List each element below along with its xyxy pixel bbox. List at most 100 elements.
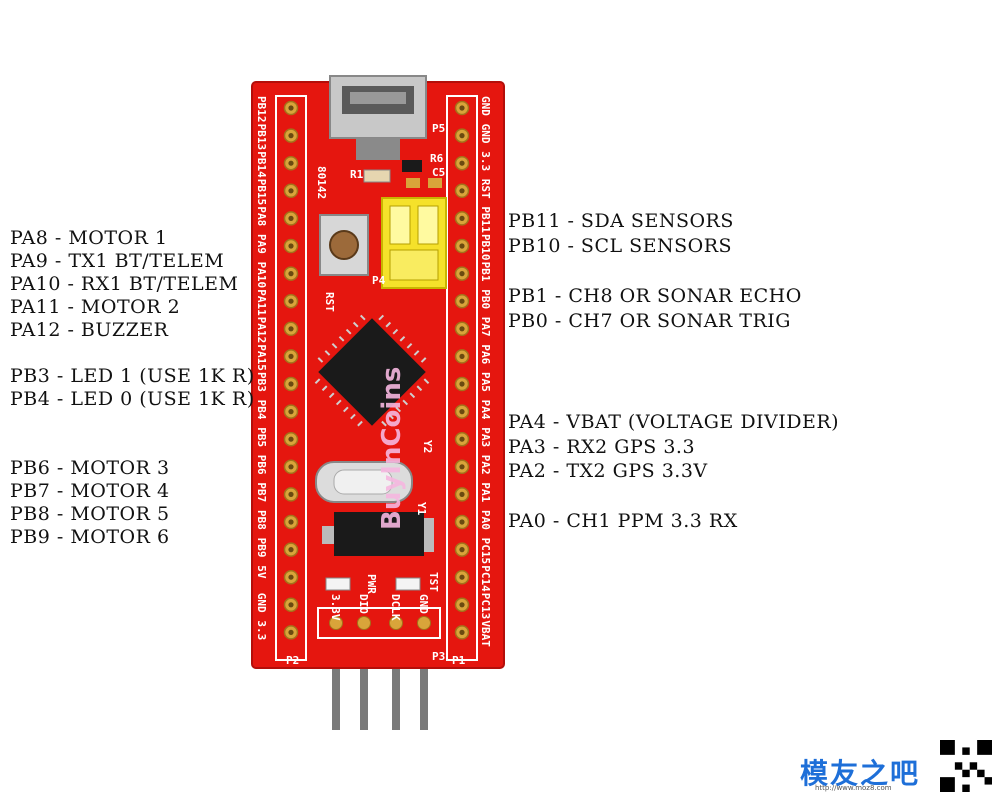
bottom-header-pad [329,616,343,630]
svg-text:80142: 80142 [315,166,328,199]
pin-label: PA4 [479,400,492,420]
pin-label: 5V [255,565,268,579]
pin-label: PB13 [255,124,268,151]
bottom-header-pad [417,616,431,630]
bottom-pin-label: DIO [357,594,370,614]
annotation-pb11: PB11 - SDA SENSORS [508,210,734,232]
tst-led [395,577,421,591]
silk-y2: Y2 [421,440,434,453]
brand-watermark: BuyInCoins [377,367,407,530]
silk-p5: P5 [432,122,445,135]
silk-p3: P3 [432,650,445,663]
bottom-header-silk: 3.3V DIO DCLK GND [329,594,430,621]
pin-label: PA15 [255,344,268,371]
pin-label: PB1 [479,262,492,282]
annotation-pa11: PA11 - MOTOR 2 [10,296,181,318]
pin-label: 3.3 [479,151,492,171]
pin-label: RST [479,179,492,199]
pin-label: PA3 [479,427,492,447]
pin-label: PB15 [255,179,268,206]
bottom-header-pads [329,616,431,630]
left-header-silk: PB12PB13PB14PB15PA8PA9PA10PA11PA12PA15PB… [255,96,268,640]
left-header-pads [283,100,299,640]
silk-p2: P2 [286,654,299,667]
pin-label: PB4 [255,400,268,420]
qr-code-icon [940,740,992,792]
annotation-pb10: PB10 - SCL SENSORS [508,235,733,257]
mcu-chip [314,314,430,427]
pin-label: GND [479,124,492,144]
silk-y1: Y1 [415,502,428,516]
annotation-pa9: PA9 - TX1 BT/TELEM [10,250,225,272]
annotation-pb0: PB0 - CH7 OR SONAR TRIG [508,310,791,332]
bottom-header-pad [357,616,371,630]
pin-label: PB10 [479,234,492,261]
annotation-pa2: PA2 - TX2 GPS 3.3V [508,460,708,482]
silk-part-number: 80142 [315,166,328,199]
annotation-pa3: PA3 - RX2 GPS 3.3 [508,436,696,458]
annotation-pb8: PB8 - MOTOR 5 [10,503,170,525]
pin-label: PB3 [255,372,268,392]
voltage-regulator [322,512,434,556]
site-watermark-logo: 模友之吧 [800,757,921,790]
pin-label: PA1 [479,482,492,502]
silk-r1: R1 [350,168,364,181]
pin-label: PA10 [255,262,268,289]
bottom-header-pad [389,616,403,630]
silk-rst: RST [323,292,336,312]
pwr-led [325,577,351,591]
pin-label: PA12 [255,317,268,344]
pin-label: PB14 [255,151,268,178]
pin-label: PA11 [255,289,268,316]
pin-label: PA8 [255,206,268,226]
pin-label: PA9 [255,234,268,254]
micro-usb-connector [329,75,427,160]
annotation-pa10: PA10 - RX1 BT/TELEM [10,273,239,295]
annotation-pb6: PB6 - MOTOR 3 [10,457,170,479]
silk-pwr: PWR [365,574,378,594]
bottom-pin-label: GND [417,594,430,614]
boot-jumper-switch [381,197,447,289]
silk-p4: P4 [372,274,386,287]
site-watermark-url: http://www.moz8.com [815,784,892,792]
reset-button-graphic [319,214,369,276]
crystal-oscillator [315,461,413,503]
annotation-pa4: PA4 - VBAT (VOLTAGE DIVIDER) [508,411,840,433]
pin-label: GND [255,593,268,613]
silk-p1: P1 [452,654,466,667]
pin-label: PA5 [479,372,492,392]
right-header-pads [454,100,470,640]
pin-label: PB11 [479,206,492,233]
pin-label: PA0 [479,510,492,530]
pin-label: PC15 [479,538,492,565]
pin-label: PB6 [255,455,268,475]
annotation-pb3: PB3 - LED 1 (USE 1K R) [10,365,255,387]
annotation-pa0: PA0 - CH1 PPM 3.3 RX [508,510,738,532]
pin-label: PB5 [255,427,268,447]
silk-tst: TST [427,572,440,592]
pin-label: 3.3 [255,620,268,640]
pin-label: PA2 [479,455,492,475]
pin-label: PA6 [479,344,492,364]
annotation-pa8: PA8 - MOTOR 1 [10,227,168,249]
bottom-pin-label: 3.3V [329,594,342,621]
pin-label: PC13 [479,593,492,620]
silk-c5: C5 [432,166,445,179]
annotation-pb4: PB4 - LED 0 (USE 1K R) [10,388,255,410]
pin-label: GND [479,96,492,116]
pin-label: PC14 [479,565,492,592]
silk-r6: R6 [430,152,444,165]
pin-label: VBAT [479,620,492,647]
pin-label: PA7 [479,317,492,337]
bottom-pin-label: DCLK [389,594,402,621]
pin-label: PB8 [255,510,268,530]
pin-label: PB12 [255,96,268,123]
annotation-pb9: PB9 - MOTOR 6 [10,526,170,548]
annotation-pa12: PA12 - BUZZER [10,319,169,341]
annotation-pb1: PB1 - CH8 OR SONAR ECHO [508,285,802,307]
annotation-pb7: PB7 - MOTOR 4 [10,480,170,502]
pin-label: PB0 [479,289,492,309]
pin-label: PB9 [255,538,268,558]
